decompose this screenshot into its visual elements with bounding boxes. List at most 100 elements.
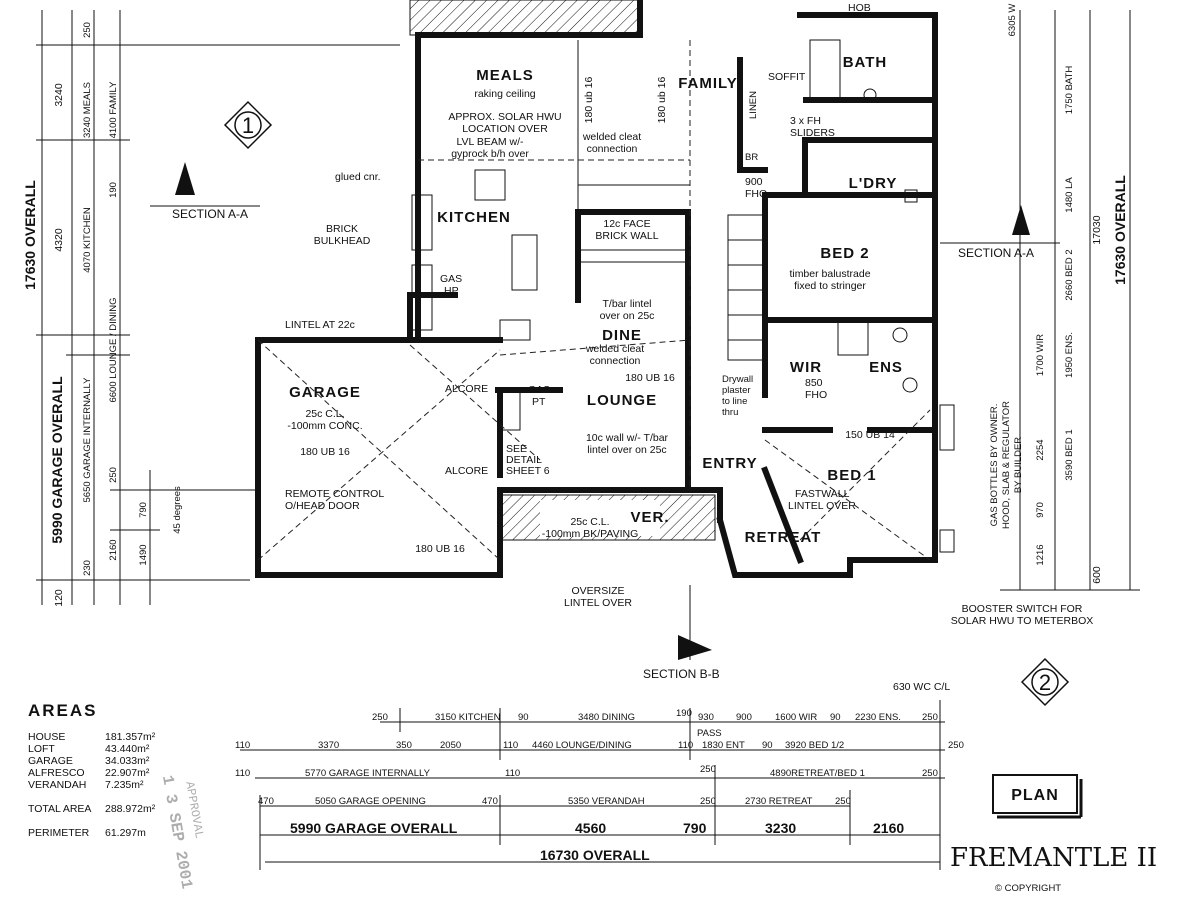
note-see-2: DETAIL — [506, 454, 542, 466]
dim-r3-4: 4890RETREAT/BED 1 — [770, 768, 865, 779]
right-dim-1216: 1216 — [1035, 544, 1046, 565]
note-face-brick-2: BRICK WALL — [595, 230, 658, 242]
room-bed1: BED 1 — [827, 467, 876, 484]
note-beam-e: 180 UB 16 — [415, 543, 465, 555]
left-dimension-lines — [36, 10, 400, 605]
dim-r5-2: 790 — [683, 820, 707, 836]
left-dim-250a: 250 — [82, 22, 93, 38]
room-family: FAMILY — [678, 75, 738, 92]
note-balustrade-2: fixed to stringer — [794, 280, 866, 292]
dim-r2-3: 2050 — [440, 740, 461, 751]
right-dim-la: 1480 LA — [1064, 177, 1075, 213]
left-dim-lounge: 6600 LOUNGE / DINING — [108, 297, 119, 402]
note-brick-2: BULKHEAD — [314, 235, 371, 247]
dim-r4-0: 470 — [258, 796, 274, 807]
left-dim-250b: 250 — [108, 467, 119, 483]
dim-r1-6: 900 — [736, 712, 752, 723]
dim-r1-10: 250 — [922, 712, 938, 723]
note-fho850: 850 — [805, 377, 823, 389]
angle-note: 45 degrees — [172, 486, 183, 534]
left-dim-120: 120 — [53, 589, 65, 607]
note-wc-cl: 630 WC C/L — [893, 681, 950, 693]
bottom-dimension-lines — [240, 700, 945, 870]
section-bb-label: SECTION B-B — [643, 667, 720, 681]
note-see: SEE — [506, 443, 527, 455]
left-dim-230: 230 — [82, 560, 93, 576]
dim-r1-7: 1600 WIR — [775, 712, 817, 723]
right-dimension-lines — [1000, 10, 1140, 591]
area-label-alfresco: ALFRESCO — [28, 767, 85, 779]
note-booster: BOOSTER SWITCH FOR — [962, 603, 1083, 615]
note-garage-cl-2: -100mm CONC. — [287, 420, 362, 432]
note-tbar: T/bar lintel — [602, 298, 651, 310]
room-wir: WIR — [790, 359, 822, 376]
alcove-label-2: ALCORE — [445, 465, 488, 477]
section-bb-arrow — [678, 635, 712, 660]
note-garage-cl: 25c C.L. — [305, 408, 344, 420]
dim-r1-2: 90 — [518, 712, 529, 723]
house-design-name: FREMANTLE II — [950, 843, 1157, 873]
area-value-house: 181.357m² — [105, 731, 156, 743]
note-fho900-2: FHO — [745, 188, 767, 200]
note-10c-wall-2: lintel over on 25c — [587, 444, 666, 456]
note-glued: glued cnr. — [335, 171, 381, 183]
section-aa-left-label: SECTION A-A — [172, 207, 248, 221]
area-total-label: TOTAL AREA — [28, 803, 91, 815]
dim-r3-5: 250 — [922, 768, 938, 779]
left-dim-790: 790 — [138, 502, 149, 518]
note-brick: BRICK — [326, 223, 358, 235]
note-beam-150: 150 UB 14 — [845, 429, 895, 441]
dim-r2-4: 110 — [503, 740, 518, 751]
note-remote: REMOTE CONTROL — [285, 488, 384, 500]
room-bath: BATH — [843, 54, 888, 71]
room-lounge: LOUNGE — [587, 392, 657, 409]
dim-r3-2: 110 — [505, 768, 520, 779]
right-dim-600: 600 — [1091, 566, 1103, 584]
right-dim-2254: 2254 — [1035, 439, 1046, 460]
dim-r2-7: 1830 ENT — [702, 740, 745, 751]
dim-r4-2: 470 — [482, 796, 498, 807]
approval-stamp: 1 3 SEP 2001 APPROVAL — [158, 774, 206, 891]
areas-heading: AREAS — [28, 701, 98, 720]
elevation-marker-2-label: 2 — [1039, 670, 1051, 695]
room-kitchen: KITCHEN — [437, 209, 511, 226]
dim-r1-0: 250 — [372, 712, 388, 723]
room-garage: GARAGE — [289, 384, 361, 401]
area-label-verandah: VERANDAH — [28, 779, 86, 791]
dim-row-2: 110 3370 350 2050 110 4460 LOUNGE/DINING… — [235, 740, 964, 751]
area-label-house: HOUSE — [28, 731, 65, 743]
left-overall-dim: 17630 OVERALL — [22, 180, 38, 290]
area-value-verandah: 7.235m² — [105, 779, 144, 791]
dim-r1-8: 90 — [830, 712, 841, 723]
left-dim-4320: 4320 — [53, 228, 65, 252]
left-dim-2160: 2160 — [108, 539, 119, 560]
dim-r4-5: 2730 RETREAT — [745, 796, 813, 807]
dim-r2-1: 3370 — [318, 740, 339, 751]
left-dim-family: 4100 FAMILY — [108, 81, 119, 139]
dim-r4-3: 5350 VERANDAH — [568, 796, 645, 807]
note-cleat-b: welded cleat — [585, 343, 644, 355]
dim-r5-3: 3230 — [765, 820, 796, 836]
note-cleat-2: connection — [587, 143, 638, 155]
perimeter-label: PERIMETER — [28, 827, 90, 839]
note-linen: LINEN — [748, 91, 759, 119]
dim-r4-6: 250 — [835, 796, 851, 807]
dim-row-3: 110 5770 GARAGE INTERNALLY 110 250 4890R… — [235, 764, 938, 779]
area-value-alfresco: 22.907m² — [105, 767, 150, 779]
dim-r4-4: 250 — [700, 796, 716, 807]
areas-table: AREAS HOUSE 181.357m² LOFT 43.440m² GARA… — [28, 701, 156, 839]
rear-hatched-wall — [409, 0, 641, 36]
elevation-marker-1-label: 1 — [242, 113, 254, 138]
area-label-garage: GARAGE — [28, 755, 73, 767]
note-drywall-2: plaster — [722, 385, 751, 396]
note-sliders: 3 x FH — [790, 115, 821, 127]
dim-r5-1: 4560 — [575, 820, 606, 836]
note-beam-d: 180 UB 16 — [300, 446, 350, 458]
room-laundry: L'DRY — [849, 175, 898, 192]
dim-r2-5: 4460 LOUNGE/DINING — [532, 740, 632, 751]
note-remote-2: O/HEAD DOOR — [285, 500, 360, 512]
section-aa-right-label: SECTION A-A — [958, 246, 1034, 260]
left-dim-kitchen: 4070 KITCHEN — [82, 207, 93, 273]
note-face-brick: 12c FACE — [603, 218, 650, 230]
room-ensuite: ENS — [869, 359, 903, 376]
